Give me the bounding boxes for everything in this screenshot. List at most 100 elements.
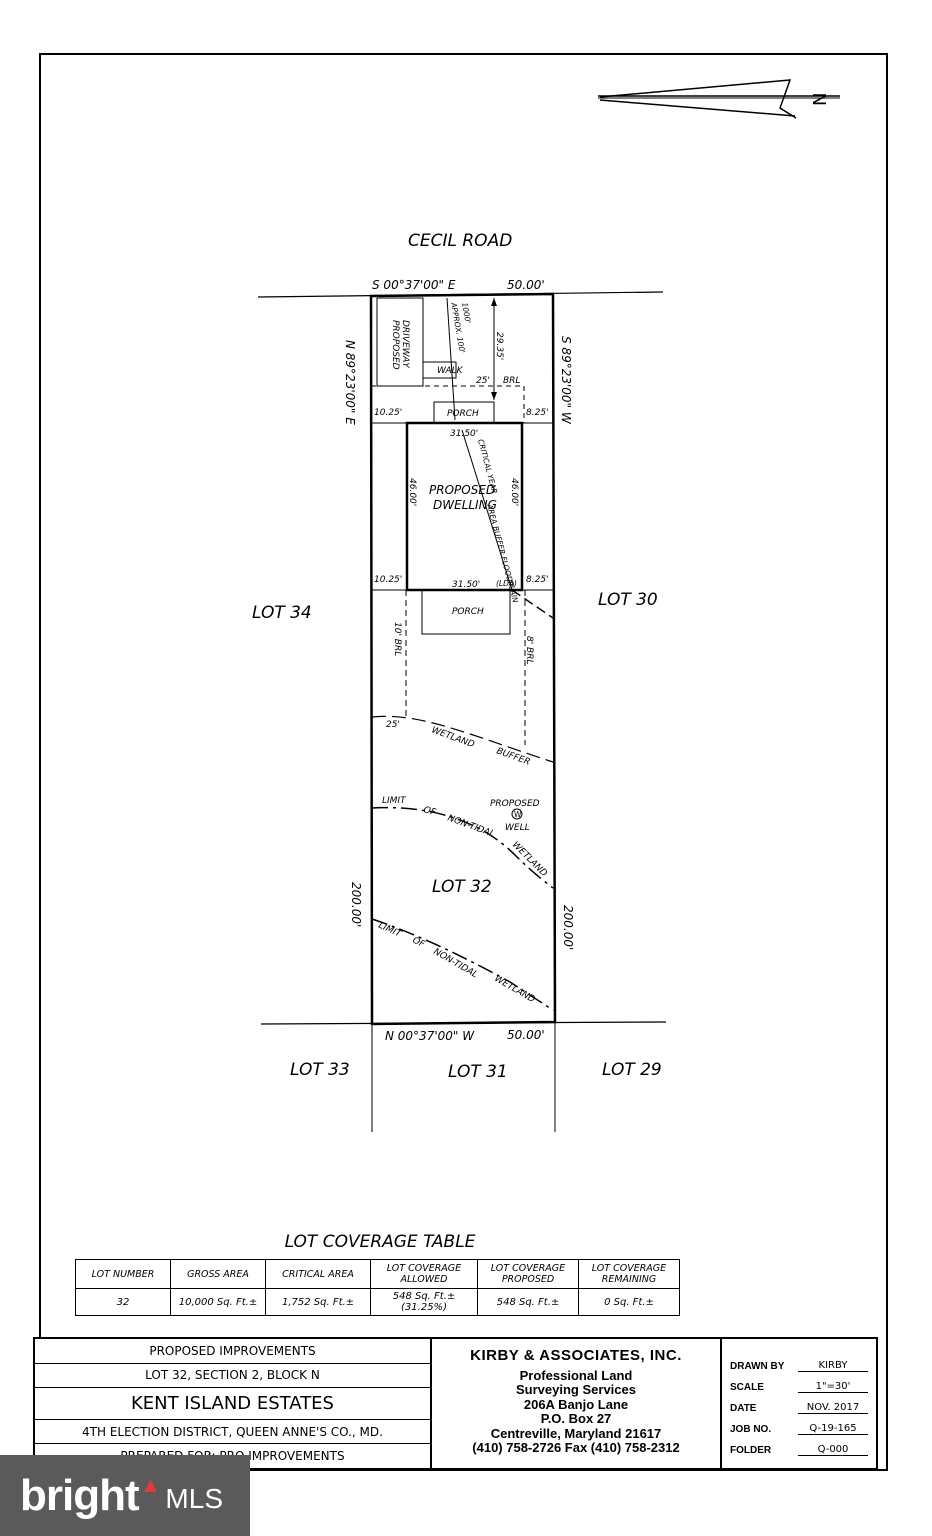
dwelling-label-1: PROPOSED (429, 483, 495, 497)
wetland-limit-line-2 (371, 918, 554, 1011)
street-label: CECIL ROAD (408, 231, 512, 251)
brl-25-label: 25' (476, 376, 490, 386)
firm-address-1: 206A Banjo Lane (523, 1396, 629, 1412)
of-1: OF (422, 805, 437, 818)
bottom-bearing: N 00°37'00" W (385, 1029, 475, 1043)
top-bearing: S 00°37'00" E (372, 278, 456, 292)
rear-porch-label: PORCH (452, 607, 484, 617)
surveyor-info: KIRBY & ASSOCIATES, INC. Professional La… (432, 1339, 722, 1468)
cell-critical-area: 1,752 Sq. Ft.± (265, 1288, 371, 1316)
project-line-1: PROPOSED IMPROVEMENTS (35, 1339, 430, 1364)
dim-46-right: 46.00' (509, 478, 519, 506)
firm-tagline-1: Professional Land (519, 1367, 633, 1383)
lot-32-label: LOT 32 (432, 877, 492, 897)
header-critical-area: CRITICAL AREA (265, 1259, 371, 1289)
year-1000: 1000' (460, 302, 473, 324)
lot-31-label: LOT 31 (448, 1062, 508, 1082)
nontidal-2: NON-TIDAL (432, 947, 480, 980)
lot-29-label: LOT 29 (602, 1060, 662, 1080)
well-label-2: WELL (505, 823, 530, 833)
header-gross-area: GROSS AREA (170, 1259, 266, 1289)
top-distance: 50.00' (507, 278, 545, 292)
dim-1025-top: 10.25' (374, 408, 402, 418)
driveway-label-1: PROPOSED (390, 320, 400, 370)
wetland-1: WETLAND (510, 840, 549, 879)
well-icon (511, 808, 523, 820)
header-lot-number: LOT NUMBER (75, 1259, 171, 1289)
watermark-suffix: MLS (165, 1482, 223, 1514)
front-brl-line (371, 385, 525, 423)
wetland-2: WETLAND (493, 974, 537, 1005)
left-distance: 200.00' (349, 882, 363, 927)
rear-porch (421, 589, 511, 635)
firm-tagline-2: Surveying Services (516, 1382, 636, 1397)
dim-46-left: 46.00' (407, 478, 417, 506)
watermark-brand: bright (20, 1470, 140, 1520)
north-letter: N (810, 93, 831, 106)
limit-1: LIMIT (382, 796, 407, 806)
well-label-1: PROPOSED (490, 799, 540, 809)
brl-10-label: 10' BRL (392, 622, 402, 656)
lda-label: (LDA) (496, 579, 517, 588)
right-bearing: S 89°23'00" W (559, 336, 573, 425)
firm-name: KIRBY & ASSOCIATES, INC. (470, 1347, 682, 1364)
front-porch-label: PORCH (447, 409, 479, 419)
nontidal-1: NON-TIDAL (446, 813, 496, 839)
walk (422, 361, 457, 379)
dim-825-top: 8.25' (526, 408, 549, 418)
watermark-dot-icon: ▲ (139, 1471, 162, 1497)
district-line: 4TH ELECTION DISTRICT, QUEEN ANNE'S CO.,… (35, 1420, 430, 1445)
coverage-header-row: LOT NUMBER GROSS AREA CRITICAL AREA LOT … (75, 1259, 680, 1289)
project-line-2: LOT 32, SECTION 2, BLOCK N (35, 1364, 430, 1389)
cell-lot-number: 32 (75, 1288, 171, 1316)
cell-gross-area: 10,000 Sq. Ft.± (170, 1288, 266, 1316)
coverage-data-row: 32 10,000 Sq. Ft.± 1,752 Sq. Ft.± 548 Sq… (75, 1288, 680, 1316)
cell-coverage-proposed: 548 Sq. Ft.± (477, 1288, 579, 1316)
coverage-table: LOT NUMBER GROSS AREA CRITICAL AREA LOT … (75, 1259, 680, 1316)
left-bearing: N 89°23'00" E (343, 340, 357, 425)
north-arrow-icon: N (598, 79, 840, 119)
dim-2935: 29.35' (494, 332, 504, 360)
dim-3150-top: 31.50' (450, 429, 478, 439)
firm-address-2: P.O. Box 27 (540, 1411, 612, 1426)
firm-address-3: Centreville, Maryland 21617 (490, 1425, 662, 1441)
cell-coverage-remaining: 0 Sq. Ft.± (578, 1288, 680, 1316)
dim-825-bot: 8.25' (526, 575, 549, 585)
bottom-distance: 50.00' (507, 1028, 545, 1042)
well-symbol: W (514, 810, 522, 819)
project-info: PROPOSED IMPROVEMENTS LOT 32, SECTION 2,… (35, 1339, 432, 1468)
subdivision-name: KENT ISLAND ESTATES (35, 1388, 430, 1420)
dim-3150-bot: 31.50' (452, 580, 480, 590)
walk-label: WALK (437, 366, 464, 376)
title-block: PROPOSED IMPROVEMENTS LOT 32, SECTION 2,… (33, 1337, 878, 1470)
lot-30-label: LOT 30 (598, 590, 658, 610)
job-no-row: JOB NO.Q-19-165 (730, 1414, 876, 1435)
brl-8-label: 8' BRL (524, 636, 534, 665)
sheet-border (39, 53, 888, 1471)
brightmls-watermark: bright ▲ MLS (0, 1455, 250, 1536)
right-distance: 200.00' (561, 905, 575, 950)
limit-2: LIMIT (377, 921, 404, 941)
firm-phone: (410) 758-2726 Fax (410) 758-2312 (472, 1440, 680, 1455)
brl-label: BRL (503, 376, 520, 386)
of-2: OF (411, 936, 427, 951)
driveway-label-2: DRIVEWAY (400, 320, 410, 369)
wetland-25-label: 25' (386, 720, 400, 730)
wetland-limit-line-1 (371, 806, 554, 889)
wetland-buffer-word-2: BUFFER (495, 746, 531, 767)
dwelling-label-2: DWELLING (433, 498, 497, 512)
lot-34-label: LOT 34 (252, 603, 312, 623)
cell-coverage-allowed: 548 Sq. Ft.±(31.25%) (370, 1288, 478, 1316)
lot-33-label: LOT 33 (290, 1060, 350, 1080)
dim-1025-bot: 10.25' (374, 575, 402, 585)
coverage-table-title: LOT COVERAGE TABLE (284, 1232, 476, 1252)
